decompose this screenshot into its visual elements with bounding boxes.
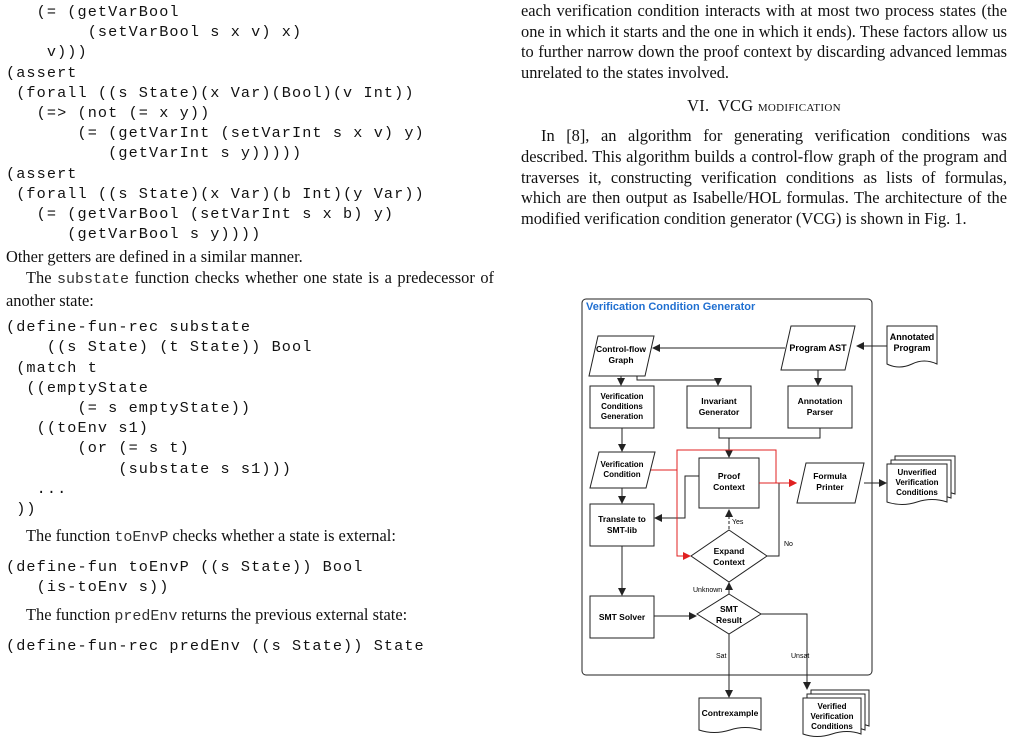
verified-vcs-node: Verified Verification Conditions — [802, 689, 870, 737]
code-listing-substate: (define-fun-rec substate ((s State) (t S… — [6, 318, 313, 519]
unverified-line1: Unverified — [897, 468, 936, 477]
vc-line1: Verification — [600, 460, 643, 469]
figure-vcg-architecture: Verification Condition Generator Annotat… — [581, 298, 966, 748]
verified-line3: Conditions — [811, 722, 853, 731]
fprinter-line2: Printer — [816, 482, 844, 492]
invgen-line1: Invariant — [701, 396, 737, 406]
text: checks whether a state is external: — [168, 526, 396, 546]
cfg-line1: Control-flow — [596, 344, 646, 354]
annotated-program-node: Annotated Program — [886, 325, 938, 368]
container-title: Verification Condition Generator — [586, 301, 756, 313]
arrow-result-to-verified — [761, 613, 811, 690]
paragraph-getters: Other getters are defined in a similar m… — [6, 247, 303, 267]
code-listing-predenv: (define-fun-rec predEnv ((s State)) Stat… — [6, 636, 425, 655]
annotated-program-line1: Annotated — [890, 332, 935, 342]
control-flow-graph-node: Control-flow Graph — [588, 335, 655, 377]
red-flow-arrows — [651, 449, 797, 560]
inline-code-predenv: predEnv — [114, 608, 178, 626]
unverified-line2: Verification — [895, 478, 938, 487]
right-column: each verification condition interacts wi… — [521, 0, 1007, 737]
section-number: VI. — [687, 96, 710, 116]
paragraph-intro: each verification condition interacts wi… — [521, 1, 1007, 82]
contrexample-label: Contrexample — [702, 708, 759, 718]
text: The — [26, 268, 58, 288]
program-ast-label: Program AST — [789, 343, 847, 353]
vcgen-line2: Conditions — [601, 402, 643, 411]
arrow-parser-to-proof — [729, 428, 821, 439]
code-listing-getters: (= (getVarBool (setVarBool s x v) x) v))… — [6, 3, 425, 244]
expand-line2: Context — [713, 557, 745, 567]
expand-line1: Expand — [714, 546, 745, 556]
text: function checks whether one state is a p… — [6, 268, 494, 310]
code-listing-toenvp: (define-fun toEnvP ((s State)) Bool (is-… — [6, 557, 364, 597]
smt-result-line1: SMT — [720, 604, 739, 614]
inline-code-toenvp: toEnvP — [114, 529, 169, 547]
proofctx-line2: Context — [713, 482, 745, 492]
translate-line2: SMT-lib — [607, 525, 637, 535]
translate-smt-node: Translate to SMT-lib — [589, 503, 655, 547]
section-title-rest: modification — [753, 96, 841, 116]
annotation-parser-node: Annotation Parser — [787, 385, 853, 429]
annotated-program-line2: Program — [893, 343, 930, 353]
paragraph-predenv: The function predEnv returns the previou… — [6, 605, 494, 628]
contrexample-node: Contrexample — [698, 697, 762, 733]
left-column: (= (getVarBool (setVarBool s x v) x) v))… — [6, 0, 494, 656]
inline-code-substate: substate — [57, 271, 130, 289]
label-yes: Yes — [732, 519, 744, 526]
invariant-generator-node: Invariant Generator — [686, 385, 752, 429]
flow-arrows — [617, 342, 887, 698]
annparser-line2: Parser — [807, 407, 834, 417]
program-ast-node: Program AST — [780, 325, 856, 371]
smt-result-line2: Result — [716, 615, 742, 625]
unverified-line3: Conditions — [896, 488, 938, 497]
paragraph-toenvp: The function toEnvP checks whether a sta… — [6, 526, 494, 549]
arrow-proof-to-translate — [654, 475, 699, 522]
label-unsat: Unsat — [791, 653, 809, 660]
formula-printer-node: Formula Printer — [796, 462, 865, 504]
arrow-vc-to-expand-red — [676, 470, 691, 560]
label-sat: Sat — [716, 653, 727, 660]
verified-line1: Verified — [818, 702, 847, 711]
vcgen-line3: Generation — [601, 412, 643, 421]
label-unknown: Unknown — [693, 587, 722, 594]
annparser-line1: Annotation — [798, 396, 843, 406]
invgen-line2: Generator — [699, 407, 740, 417]
arrow-cfg-to-invgen — [636, 376, 722, 386]
verified-line2: Verification — [810, 712, 853, 721]
arrow-invgen-to-proof — [718, 428, 733, 458]
fprinter-line1: Formula — [813, 471, 847, 481]
vcg-diagram: Verification Condition Generator Annotat… — [581, 298, 956, 737]
paragraph-vcg: In [8], an algorithm for generating veri… — [521, 126, 1007, 228]
unverified-vcs-node: Unverified Verification Conditions — [886, 455, 956, 505]
smt-solver-label: SMT Solver — [599, 612, 646, 622]
proofctx-line1: Proof — [718, 471, 740, 481]
section-title-first: VCG — [717, 96, 754, 116]
text: The function — [26, 605, 115, 625]
translate-line1: Translate to — [598, 514, 646, 524]
cfg-line2: Graph — [608, 355, 633, 365]
vcgen-line1: Verification — [600, 392, 643, 401]
vc-line2: Condition — [603, 470, 640, 479]
section-heading: VI. VCG modification — [521, 96, 1007, 116]
text: returns the previous external state: — [177, 605, 408, 625]
proof-context-node: Proof Context — [698, 457, 760, 509]
paragraph-substate: The substate function checks whether one… — [6, 268, 494, 311]
label-no: No — [784, 541, 793, 548]
smt-solver-node: SMT Solver — [589, 595, 655, 639]
text: The function — [26, 526, 115, 546]
verification-condition-node: Verification Condition — [589, 451, 656, 489]
vc-generation-node: Verification Conditions Generation — [589, 385, 655, 429]
